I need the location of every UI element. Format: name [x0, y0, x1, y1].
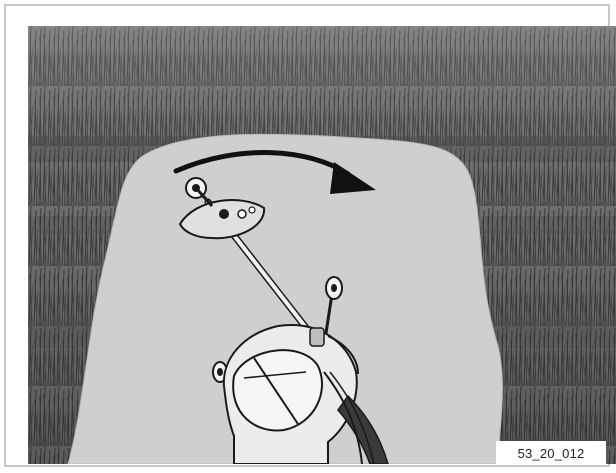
trimmer-illustration [28, 26, 616, 464]
figure-frame: 53_20_012 [4, 4, 610, 467]
figure-id-label: 53_20_012 [496, 441, 606, 465]
